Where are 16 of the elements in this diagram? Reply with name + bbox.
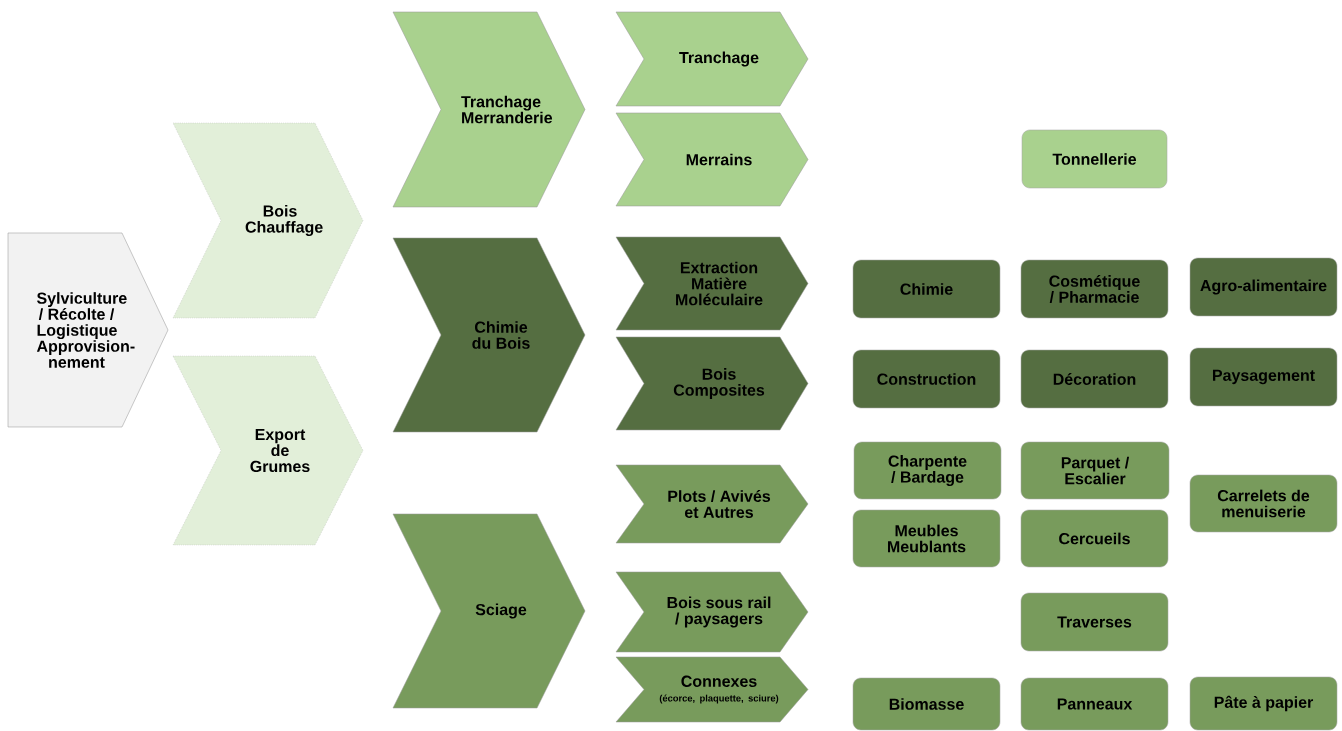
category-box: Agro-alimentaire bbox=[1189, 257, 1338, 317]
category-box: Chimie bbox=[852, 259, 1001, 319]
category-box: Carrelets de menuiserie bbox=[1189, 474, 1338, 533]
category-box: Paysagement bbox=[1189, 347, 1338, 407]
category-box: Traverses bbox=[1020, 592, 1169, 652]
category-box: Cosmétique / Pharmacie bbox=[1020, 259, 1169, 319]
category-box: Construction bbox=[852, 349, 1001, 409]
category-box: Pâte à papier bbox=[1189, 676, 1338, 731]
category-box: Meubles Meublants bbox=[852, 509, 1001, 568]
category-box: Biomasse bbox=[852, 677, 1001, 731]
category-box: Parquet / Escalier bbox=[1020, 441, 1170, 500]
category-box: Décoration bbox=[1020, 349, 1169, 409]
category-box: Panneaux bbox=[1020, 677, 1169, 731]
category-box: Cercueils bbox=[1020, 509, 1169, 568]
category-box: Tonnellerie bbox=[1021, 129, 1168, 189]
category-box: Charpente / Bardage bbox=[853, 441, 1002, 500]
